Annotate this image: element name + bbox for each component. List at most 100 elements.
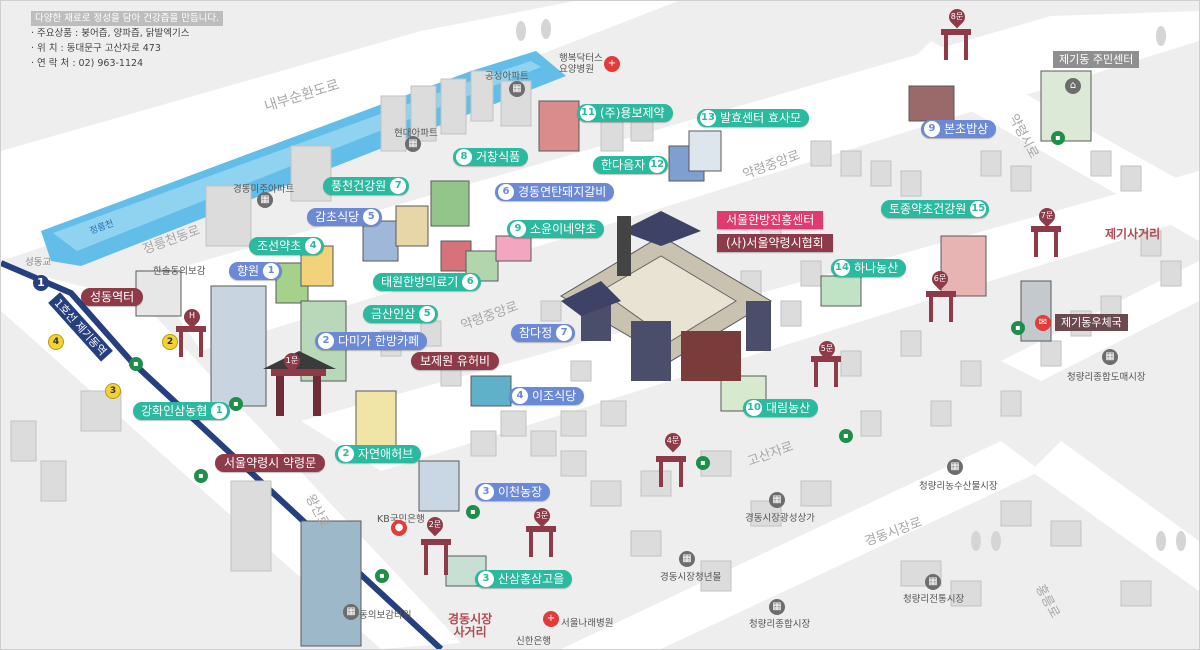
shop-pill-label: 다미가 한방카페 [338, 334, 420, 348]
shop-pill-hyosamo[interactable]: 13 발효센터 효사모 [697, 109, 810, 127]
gate-label: 5문 [820, 344, 834, 353]
pill-bojewon[interactable]: 보제원 유허비 [411, 352, 500, 370]
bus-stop-icon: ▪ [194, 469, 208, 483]
pill-hanbang-center[interactable]: 서울한방진흥센터 [717, 211, 824, 229]
gate-3-marker[interactable]: 3문 [530, 504, 554, 528]
shop-pill-number: 11 [580, 105, 596, 121]
shop-pill-label: 감초식당 [315, 210, 360, 224]
label-sinhan: 신한은행 [516, 636, 551, 647]
shop-pill-number: 8 [456, 149, 472, 165]
shop-pill-gyeongdong-yeontan[interactable]: 6 경동연탄돼지갈비 [495, 183, 615, 201]
gate-5-marker[interactable]: 5문 [815, 337, 839, 361]
label-chungnyang-jeontong: 청량리전통시장 [903, 594, 965, 605]
gate-label: 3문 [535, 511, 549, 520]
shop-pill-label: (주)용보제약 [600, 106, 665, 120]
label-gyeongdong-gwangseong: 경동시장광성상가 [745, 513, 815, 524]
label-gyeongdong-youth: 경동시장청년몰 [660, 572, 722, 583]
shop-pill-label: 한다음자 [601, 158, 646, 172]
shop-pill-soyun[interactable]: 9 소윤이네약초 [507, 220, 605, 238]
tag-jegi-center[interactable]: 제기동 주민센터 [1053, 51, 1140, 68]
shop-pill-label: 경동연탄돼지갈비 [518, 185, 607, 199]
label-gongsung-apt: 공성아파트 [485, 71, 529, 82]
shop-pill-label: 향원 [237, 264, 260, 278]
info-note: 다양한 재료로 정성을 담아 건강즙을 만듭니다. [31, 11, 224, 26]
post-office-icon: ✉ [1035, 315, 1051, 331]
bank-icon: ● [391, 520, 407, 536]
shop-pill-number: 13 [700, 110, 716, 126]
label-chungnyang-fish: 청량리농수산물시장 [919, 481, 998, 492]
gate-label: H [188, 311, 195, 320]
shop-pill-number: 7 [556, 325, 573, 341]
shop-pill-number: 7 [390, 178, 407, 194]
gate-label: 2문 [428, 520, 442, 529]
shop-pill-label: 소윤이네약초 [530, 222, 597, 236]
label-chungnyang-market: 청량리종합시장 [749, 619, 811, 630]
info-products: · 주요상품 : 붕어즙, 양파즙, 닭발엑기스 [31, 28, 190, 39]
shop-pill-number: 9 [510, 221, 526, 237]
pill-association[interactable]: (사)서울약령시협회 [717, 234, 833, 252]
label-chungnyang-dome: 청량리종합도매시장 [1067, 372, 1146, 383]
gate-label: 4문 [666, 436, 680, 445]
gate-2-marker[interactable]: 2문 [423, 513, 447, 537]
market-icon: ▦ [769, 492, 785, 508]
shop-pill-number: 6 [498, 184, 514, 200]
gate-6-marker[interactable]: 6문 [928, 267, 952, 291]
tag-jegi-post[interactable]: 제기동우체국 [1055, 314, 1128, 331]
shop-pill-label: 거창식품 [476, 150, 521, 164]
bus-stop-icon: ▪ [229, 397, 243, 411]
label-donguibogam-tower: 동의보감타워 [359, 610, 412, 621]
market-icon: ▦ [925, 574, 941, 590]
market-icon: ▦ [947, 459, 963, 475]
exit-3-marker[interactable]: 3 [105, 383, 121, 399]
gate-label: 6문 [933, 274, 947, 283]
shop-pill-label: 산삼홍삼고을 [498, 572, 565, 586]
shop-pill-label: 풍천건강원 [331, 179, 387, 193]
gate-4-marker[interactable]: 4문 [661, 429, 685, 453]
shop-pill-label: 참다정 [519, 326, 553, 340]
bus-stop-icon: ▪ [466, 505, 480, 519]
shop-pill-number: 4 [305, 238, 322, 254]
place-seongdong-bridge: 성동교 [25, 257, 52, 268]
hospital-icon: + [604, 56, 620, 72]
gate-7-marker[interactable]: 7문 [1035, 204, 1059, 228]
shop-pill-number: 14 [834, 260, 850, 276]
gate-1-marker[interactable]: 1문 [280, 349, 304, 373]
shop-pill-number: 3 [478, 484, 494, 500]
gate-h-marker[interactable]: H [180, 305, 204, 329]
tower-icon: ▦ [343, 604, 359, 620]
exit-4-marker[interactable]: 4 [48, 334, 64, 350]
shop-pill-label: 자연애허브 [358, 447, 414, 461]
shop-info-box: 다양한 재료로 정성을 담아 건강즙을 만듭니다. · 주요상품 : 붕어즙, … [31, 11, 224, 71]
shop-pill-label: 대림농산 [766, 401, 811, 415]
shop-pill-label: 하나농산 [854, 261, 899, 275]
gate-label: 8문 [950, 12, 964, 21]
pill-seongdong-mart[interactable]: 성동역터 [81, 288, 144, 306]
shop-pill-yongbo[interactable]: 11 (주)용보제약 [577, 104, 673, 122]
pill-seoul-gate[interactable]: 서울약령시 약령문 [215, 454, 326, 472]
gate-8-marker[interactable]: 8문 [945, 5, 969, 29]
exit-2-marker[interactable]: 2 [162, 334, 178, 350]
apartment-icon: ▦ [405, 136, 421, 152]
shop-pill-number: 9 [924, 121, 940, 137]
shop-pill-hana[interactable]: 14 하나농산 [831, 259, 907, 277]
market-icon: ▦ [1102, 349, 1118, 365]
shop-pill-geochang[interactable]: 8 거창식품 [453, 148, 529, 166]
shop-pill-label: 발효센터 효사모 [720, 111, 802, 125]
